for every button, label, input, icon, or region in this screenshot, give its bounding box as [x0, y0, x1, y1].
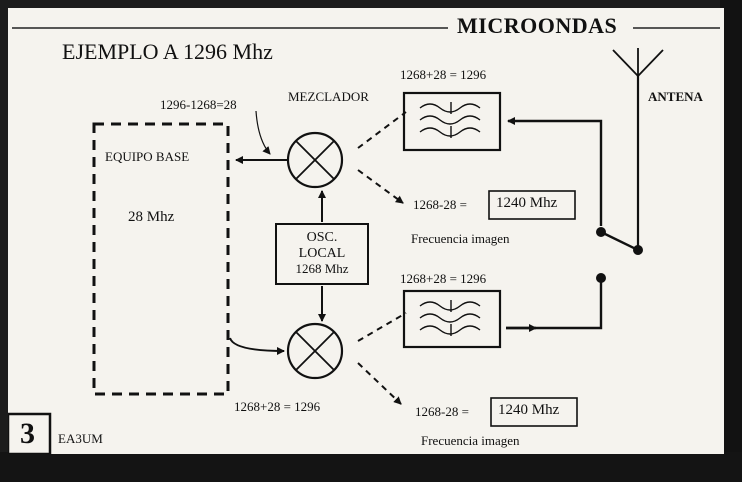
author-label: EA3UM	[58, 431, 103, 446]
mixer-label: MEZCLADOR	[288, 89, 369, 104]
link-mixer-top-to-filter	[357, 111, 407, 149]
figure-number-box	[8, 412, 52, 454]
link-switch-to-filter-top	[507, 117, 603, 226]
link-28-label-pointer	[255, 110, 271, 155]
switch-contact-bottom	[596, 273, 606, 283]
figure-number: 3	[20, 417, 35, 450]
local-oscillator-line3: 1268 Mhz	[295, 261, 349, 277]
mixer-bottom-equation: 1268+28 = 1296	[234, 399, 321, 414]
link-mixer-bottom-to-image	[357, 362, 402, 405]
filter-top-equation: 1268+28 = 1296	[400, 67, 487, 82]
image-top-equation: 1268-28 =	[413, 197, 467, 212]
block-diagram	[8, 27, 720, 454]
antenna-icon	[612, 48, 664, 250]
base-equipment-title: EQUIPO BASE	[105, 149, 190, 164]
local-oscillator-line1: OSC.	[306, 230, 338, 245]
link-base-to-mixer-bottom	[229, 337, 285, 355]
image-top-value: 1240 Mhz	[496, 195, 558, 211]
dark-border-right	[720, 0, 742, 482]
dark-border-bottom	[0, 452, 742, 482]
local-oscillator-box	[275, 223, 369, 285]
mixer-top-output-label: 1296-1268=28	[160, 97, 237, 112]
image-bottom-caption: Frecuencia imagen	[421, 433, 520, 448]
antenna-label: ANTENA	[648, 89, 703, 104]
filter-top-symbol	[402, 91, 502, 152]
local-oscillator-line2: LOCAL	[298, 246, 346, 262]
diagram-panel: MICROONDAS EJEMPLO A 1296 Mhz 1296-1268=…	[8, 8, 724, 454]
image-bottom-value: 1240 Mhz	[498, 402, 560, 418]
filter-bottom-equation: 1268+28 = 1296	[400, 271, 487, 286]
mixer-bottom-symbol	[286, 322, 344, 380]
image-bottom-equation: 1268-28 =	[415, 404, 469, 419]
image-top-caption: Frecuencia imagen	[411, 231, 510, 246]
base-equipment-freq: 28 Mhz	[128, 209, 175, 225]
base-equipment-box	[92, 122, 230, 396]
link-mixer-bottom-to-filter	[357, 312, 407, 342]
example-title: EJEMPLO A 1296 Mhz	[62, 39, 273, 64]
header-title: MICROONDAS	[451, 15, 624, 37]
filter-bottom-symbol	[402, 289, 502, 349]
link-filter-bottom-to-switch	[506, 282, 603, 330]
local-oscillator-label: OSC. LOCAL 1268 Mhz	[276, 230, 368, 277]
image-box-top	[488, 190, 576, 220]
mixer-top-symbol	[286, 131, 344, 189]
image-box-bottom	[490, 397, 578, 427]
link-mixer-top-to-image	[357, 169, 404, 204]
switch-blade	[600, 230, 639, 252]
